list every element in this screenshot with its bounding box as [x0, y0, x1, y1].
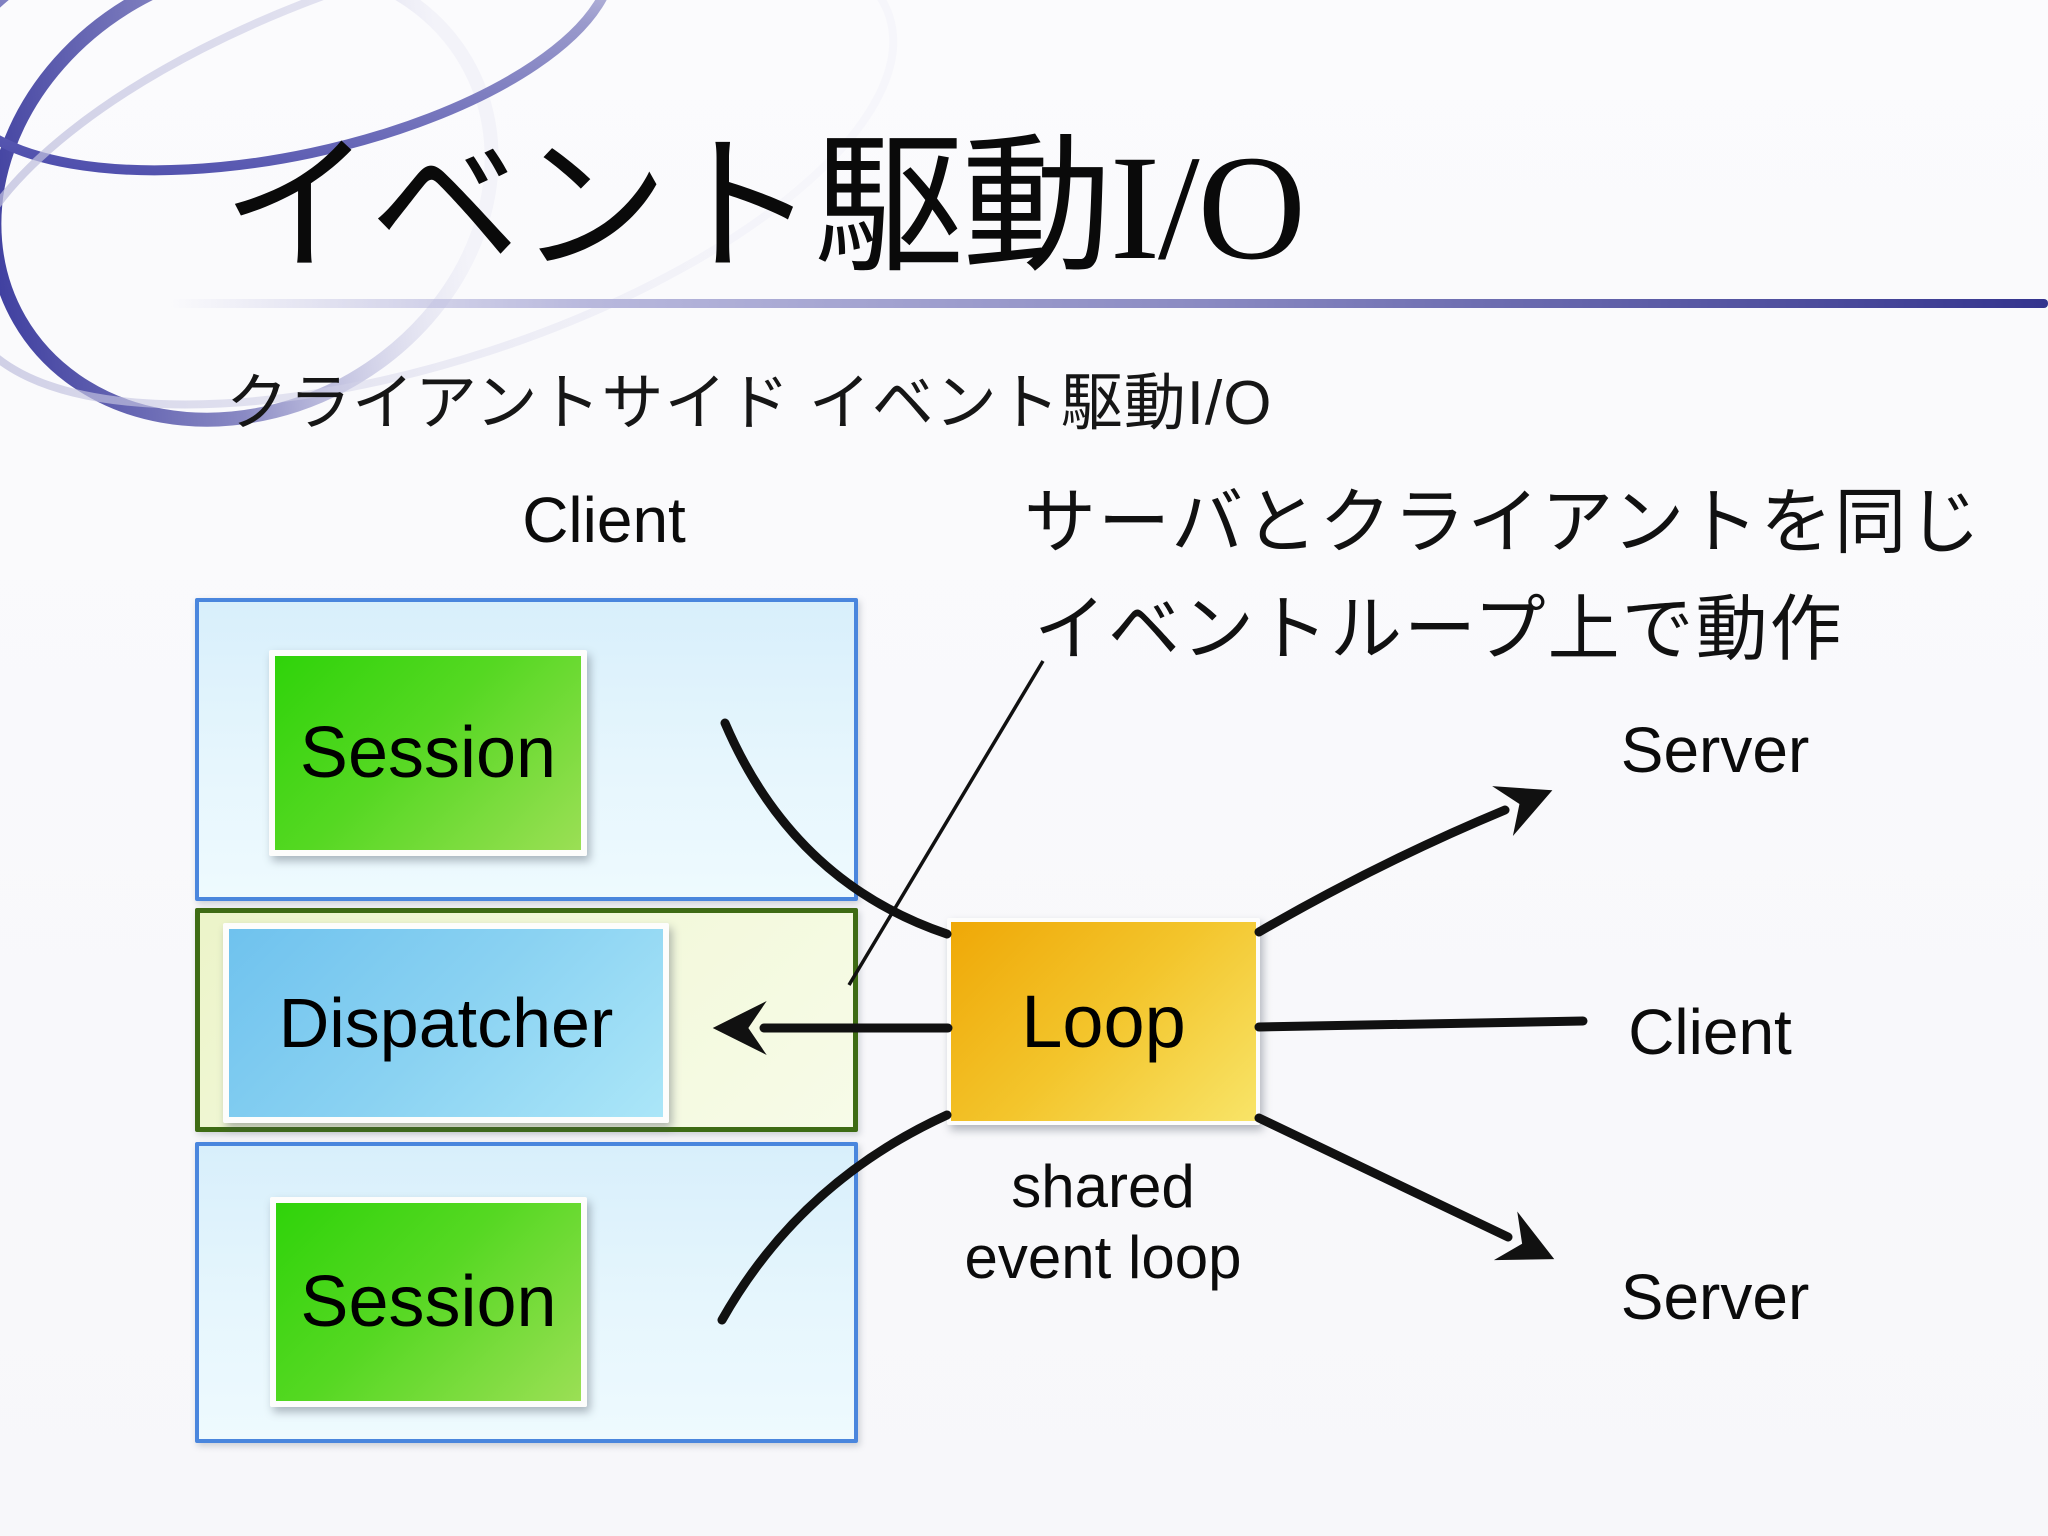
- session-box-top: Session: [269, 650, 587, 856]
- loop-box-label: Loop: [1021, 980, 1186, 1063]
- dispatcher-group: Dispatcher: [195, 908, 858, 1132]
- session-group-top: Session: [195, 598, 858, 901]
- endpoint-server-top-label: Server: [1620, 714, 1810, 786]
- loop-caption-line-1: shared: [1011, 1153, 1195, 1220]
- loop-box: Loop: [947, 918, 1260, 1125]
- arrow-loop-to-server-top: [1254, 786, 1553, 937]
- loop-caption-line-2: event loop: [964, 1223, 1242, 1291]
- dispatcher-box: Dispatcher: [223, 923, 669, 1123]
- client-group-label: Client: [522, 484, 686, 556]
- slide-subtitle: クライアントサイド イベント駆動I/O: [226, 369, 1273, 438]
- annotation-line-2: イベントループ上で動作: [1034, 590, 1844, 670]
- dispatcher-box-label: Dispatcher: [278, 984, 614, 1062]
- session-box-bottom-label: Session: [300, 1262, 557, 1342]
- session-group-bottom: Session: [195, 1142, 858, 1443]
- endpoint-server-bottom-label: Server: [1620, 1261, 1810, 1333]
- connector-client-right-to-loop: [1254, 1016, 1588, 1032]
- slide-title: イベント駆動I/O: [222, 125, 1306, 291]
- title-underline: [168, 299, 2048, 308]
- session-box-bottom: Session: [270, 1197, 587, 1407]
- session-box-top-label: Session: [299, 713, 557, 793]
- annotation-line-1: サーバとクライアントを同じ: [1024, 483, 1983, 563]
- loop-caption: shared event loop: [903, 1152, 1303, 1294]
- endpoint-client-right-label: Client: [1628, 996, 1792, 1068]
